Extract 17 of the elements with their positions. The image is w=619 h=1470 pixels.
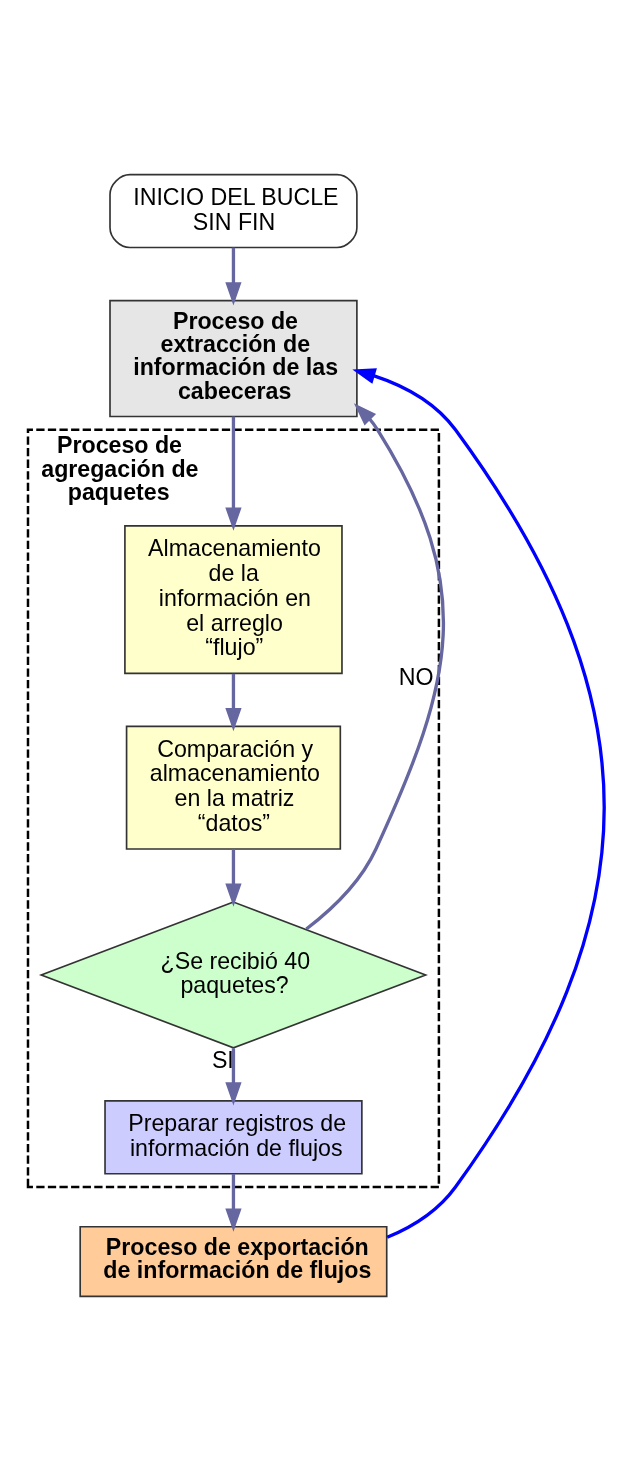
- arrow: [225, 1047, 242, 1105]
- arrow: [225, 416, 242, 531]
- node-box: Proceso de extracción de información de las cabeceras: [109, 299, 358, 417]
- edge-label: NO: [398, 663, 434, 690]
- edge-label: SI: [211, 1046, 234, 1073]
- node-box: Preparar registros de información de flujos: [104, 1099, 363, 1175]
- arrow: [225, 1173, 242, 1232]
- arrow: [225, 848, 242, 907]
- node-box: Proceso de exportación de información de flujos: [79, 1225, 388, 1297]
- arrow: [305, 402, 445, 930]
- arrow: [352, 367, 606, 1239]
- arrow: [225, 247, 242, 305]
- node-box: INICIO DEL BUCLE SIN FIN: [109, 173, 358, 248]
- node-diamond: ¿Se recibió 40 paquetes?: [38, 900, 428, 1049]
- node-box: Almacenamiento de la información en el arreglo “flujo”: [124, 524, 343, 674]
- node-box: Comparación y almacenamiento en la matriz “datos”: [125, 725, 342, 850]
- arrow: [225, 673, 242, 731]
